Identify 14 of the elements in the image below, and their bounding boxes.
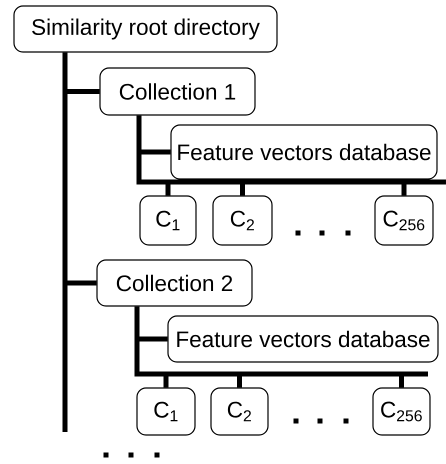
folder-box: C$_{256}$ xyxy=(372,387,431,436)
tree-line xyxy=(134,306,428,388)
tree-line xyxy=(136,116,446,196)
folder-box: C$_{2}$ xyxy=(210,387,269,436)
folder-box: C$_{2}$ xyxy=(212,195,273,246)
folder-box: Feature vectors database xyxy=(167,315,439,363)
folder-box: Similarity root directory xyxy=(13,5,278,53)
folder-box: C$_{1}$ xyxy=(139,195,197,246)
folder-box: C$_{256}$ xyxy=(374,195,434,246)
tree-line xyxy=(62,52,100,432)
folder-box: Collection 1 xyxy=(99,67,256,116)
folder-box: Collection 2 xyxy=(96,259,253,307)
folder-box: Feature vectors database xyxy=(170,124,438,180)
folder-box: C$_{1}$ xyxy=(136,387,196,436)
